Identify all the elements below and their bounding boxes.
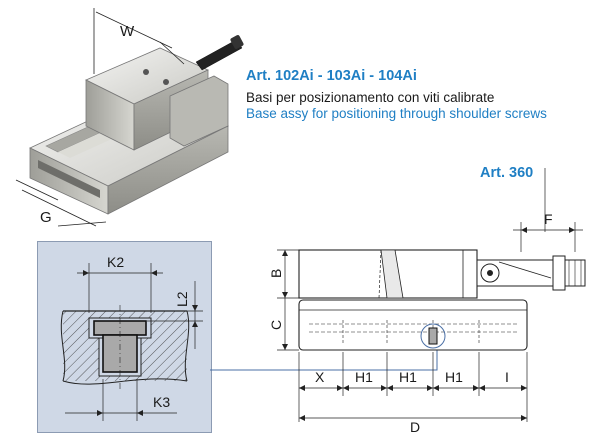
k2-label: K2: [107, 254, 124, 270]
detail-section-drawing: K2 L2 K3: [60, 254, 203, 421]
h1-label-2: H1: [399, 369, 417, 385]
h1-label-3: H1: [445, 369, 463, 385]
article-title: Art. 102Ai - 103Ai - 104Ai: [246, 68, 417, 84]
vise-photo: W G: [15, 8, 244, 227]
w-label: W: [120, 23, 135, 40]
b-label: B: [268, 269, 284, 278]
side-view-drawing: B C F X H1 H1 H1 I D: [268, 168, 586, 435]
i-label: I: [505, 369, 509, 385]
h1-label-1: H1: [355, 369, 373, 385]
x-label: X: [315, 369, 325, 385]
c-label: C: [268, 320, 284, 330]
f-label: F: [544, 211, 553, 227]
art-360-callout: Art. 360: [480, 165, 534, 181]
d-label: D: [410, 419, 420, 435]
g-label: G: [40, 209, 52, 226]
description-italian: Basi per posizionamento con viti calibra…: [246, 90, 495, 105]
description-english: Base assy for positioning through should…: [246, 106, 547, 121]
k3-label: K3: [153, 394, 170, 410]
l2-label: L2: [174, 291, 190, 307]
